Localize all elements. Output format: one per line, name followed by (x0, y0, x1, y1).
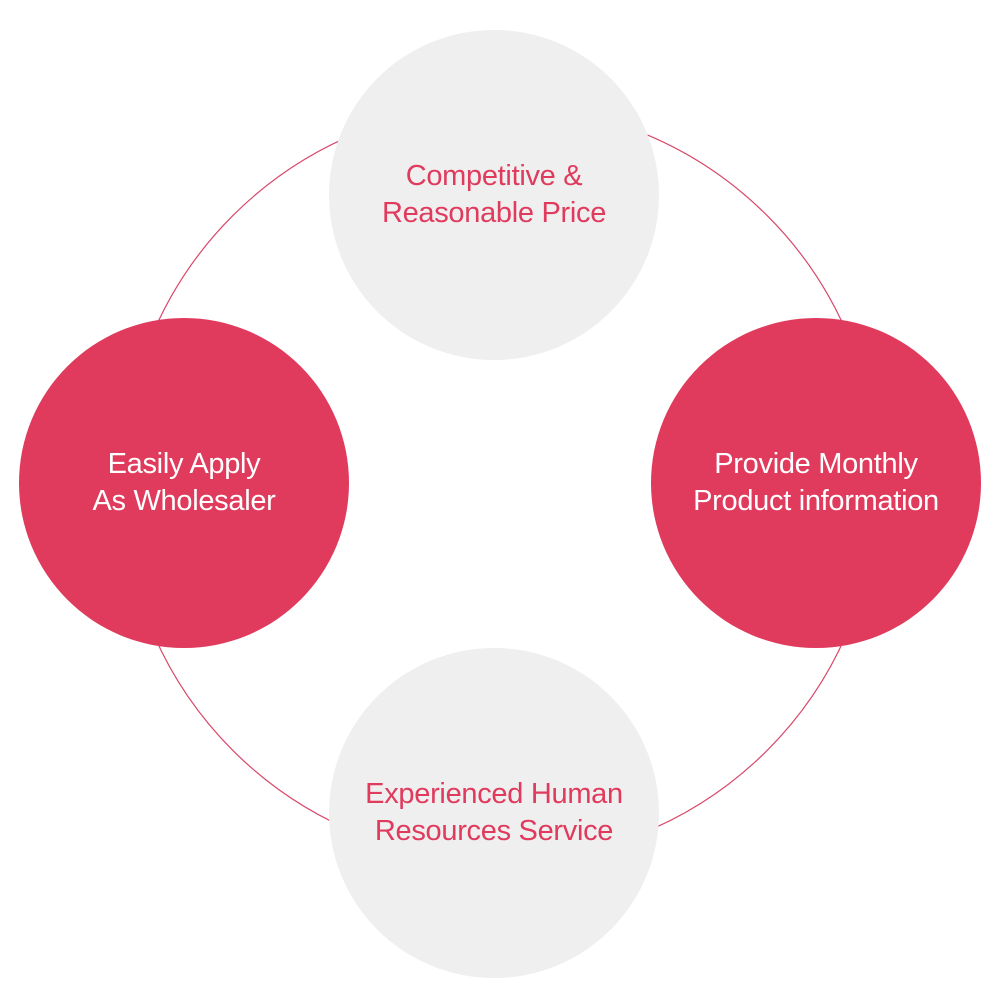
node-human-resources-line-2: Resources Service (374, 815, 614, 847)
node-apply-wholesaler-line-1: Easily Apply (107, 448, 261, 480)
node-competitive-price: Competitive & Reasonable Price (329, 30, 659, 360)
node-monthly-product-info-line-2: Product information (693, 485, 939, 517)
node-human-resources: Experienced Human Resources Service (329, 648, 659, 978)
node-apply-wholesaler-line-2: As Wholesaler (92, 485, 276, 517)
node-monthly-product-info-line-1: Provide Monthly (714, 448, 918, 480)
node-competitive-price-line-2: Reasonable Price (381, 197, 607, 229)
node-monthly-product-info-label: Provide Monthly Product information (693, 446, 939, 520)
node-competitive-price-line-1: Competitive & (405, 160, 583, 192)
node-human-resources-line-1: Experienced Human (365, 778, 623, 810)
node-competitive-price-label: Competitive & Reasonable Price (382, 158, 606, 232)
node-human-resources-label: Experienced Human Resources Service (365, 776, 623, 850)
node-monthly-product-info: Provide Monthly Product information (651, 318, 981, 648)
node-apply-wholesaler-label: Easily Apply As Wholesaler (92, 446, 275, 520)
node-apply-wholesaler: Easily Apply As Wholesaler (19, 318, 349, 648)
